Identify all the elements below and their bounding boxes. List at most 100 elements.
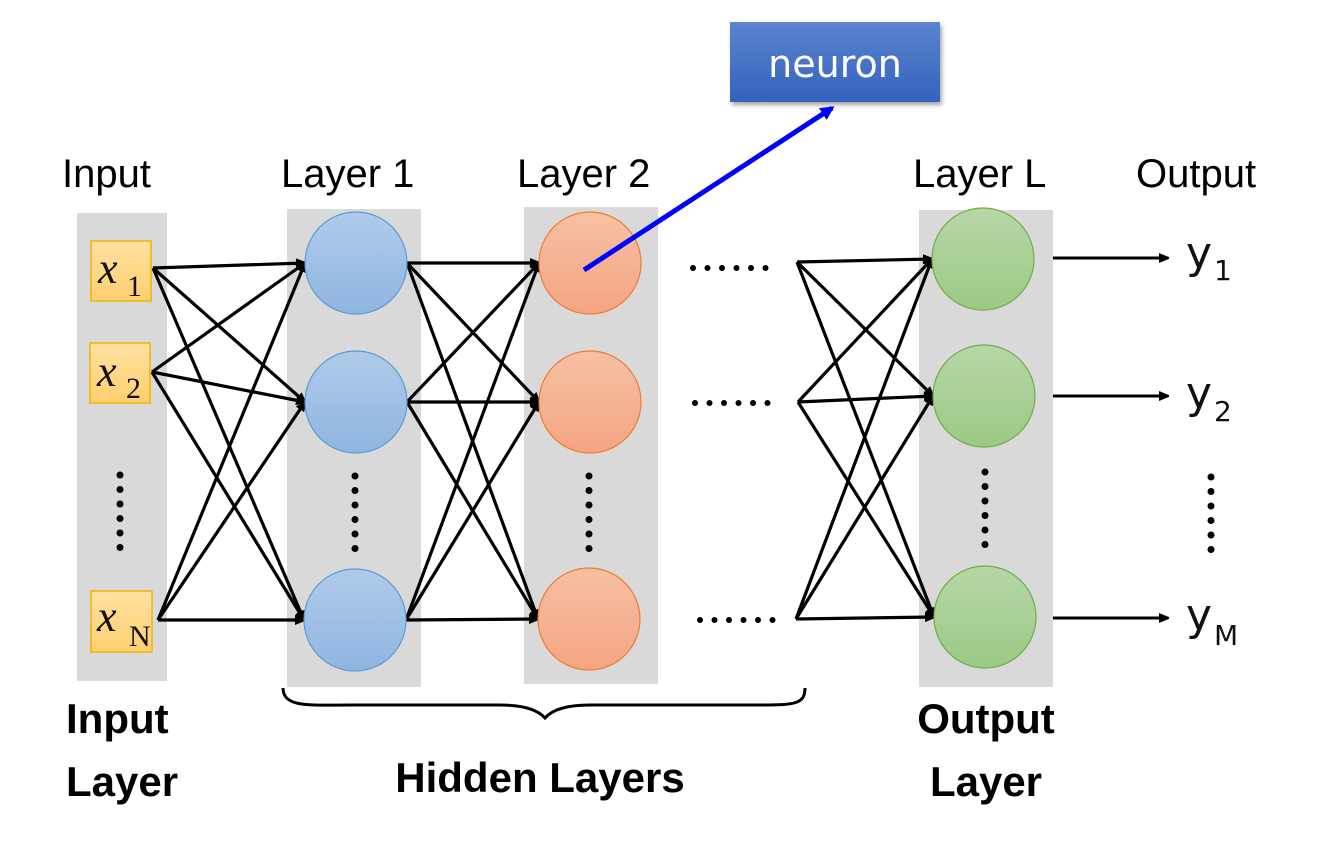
vertical-ellipses [116,468,1215,553]
ellipsis-dot [585,530,593,538]
neuron-callout: neuron [730,22,940,102]
edge-l1n2-l2n1 [405,263,539,404]
ellipsis-dot [769,617,776,623]
ellipsis-dot [711,617,718,623]
connections [150,259,934,621]
layer2-vertical-ellipsis [585,472,593,552]
edge-lk2-lLn3 [796,401,934,617]
ellipsis-dot [690,265,696,271]
ellipsis-dot [585,501,593,509]
ellipsis-dot [351,530,359,538]
input-subscript: N [129,620,151,653]
layerL-neuron-m [933,565,1037,669]
edge-input1-l1n2 [151,266,305,402]
ellipsis-dot [697,617,703,623]
ellipsis-dot [981,541,989,548]
ellipsis-dot [116,471,124,479]
edge-l1n3-l2n3 [405,619,538,620]
ellipsis-dot [116,544,124,551]
output-var: y [1186,590,1212,641]
edge-lk1-lLn1 [796,259,932,262]
neuron-callout-label: neuron [768,42,902,86]
ellipsis-dot [764,400,771,406]
input-node-xN: x N [90,590,153,653]
edge-input2-l1n2 [151,370,305,402]
layer1-vertical-ellipsis [351,472,359,552]
ellipsis-dot [116,486,124,493]
ellipsis-dot [755,617,761,623]
layer1-neuron-n [303,568,407,672]
ellipsis-dot [735,400,742,406]
ellipsis-dot [351,516,359,523]
input-vertical-ellipsis [116,471,124,551]
input-subscript: 2 [126,372,141,405]
edge-lk2-lLn2 [797,396,933,404]
output-y2: y 2 [1186,368,1232,428]
ellipsis-dot [981,483,989,490]
header-layerL: Layer L [913,152,1046,196]
output-subscript: M [1214,619,1238,652]
input-layer-label-line1: Input [66,695,169,742]
output-subscript: 1 [1214,254,1232,287]
edge-l1n3-l2n2 [404,402,539,621]
ellipsis-dot [726,617,732,623]
ellipsis-dot [1207,517,1215,524]
input-node-x1: x 1 [90,240,152,303]
ellipsis-dot [981,497,989,505]
edge-input3-l1n1 [156,263,307,621]
output-subscript: 2 [1214,395,1232,428]
output-var: y [1186,228,1212,279]
layerL-neuron-2 [932,344,1036,448]
ellipsis-dot [719,265,725,271]
input-subscript: 1 [127,270,142,303]
ellipsis-dot [1207,473,1215,481]
ellipsis-dot [116,515,124,522]
edge-input2-l1n3 [150,371,304,620]
ellipsis-dot [704,265,711,271]
ellipsis-dot [762,265,769,271]
neuron-pointer-arrow [582,105,835,273]
ellipsis-dot [733,265,740,271]
input-layer-label-line2: Layer [66,758,178,805]
header-input: Input [62,152,151,196]
horizontal-ellipsis-2 [692,400,771,406]
edge-lk3-lLn3 [795,617,934,619]
output-layer-label-line2: Layer [930,758,1042,805]
ellipsis-dot [585,545,593,552]
ellipsis-dot [740,617,747,623]
ellipsis-dot [116,529,124,537]
header-layer2: Layer 2 [517,152,650,196]
horizontal-ellipses [690,265,776,623]
header-output: Output [1136,152,1256,196]
layer2-neuron-1 [538,211,642,315]
ellipsis-dot [981,526,989,534]
ellipsis-dot [721,400,727,406]
ellipsis-dot [585,516,593,523]
edge-l1n3-l2n1 [404,263,539,621]
ellipsis-dot [1207,488,1215,495]
layer1-neuron-1 [304,211,408,315]
ellipsis-dot [1207,546,1215,553]
horizontal-ellipsis-1 [690,265,769,271]
ellipsis-dot [351,487,359,494]
ellipsis-dot [585,487,593,494]
layer1-neuron-2 [304,350,408,454]
hidden-layers-brace [281,687,807,721]
layer2-neuron-2 [538,350,642,454]
input-var: x [97,244,118,293]
edge-input1-l1n1 [152,263,305,270]
output-layer-label-line1: Output [917,695,1055,742]
ellipsis-dot [1207,531,1215,539]
layer2-neuron-n [537,567,641,671]
ellipsis-dot [981,512,989,519]
input-var: x [96,592,117,641]
header-layer1: Layer 1 [281,152,414,196]
ellipsis-dot [692,400,698,406]
ellipsis-dot [706,400,713,406]
layerL-neuron-1 [931,207,1035,311]
ellipsis-dot [351,545,359,552]
input-var: x [96,347,117,396]
output-yM: y M [1186,590,1238,652]
output-vertical-ellipsis [1207,473,1215,553]
